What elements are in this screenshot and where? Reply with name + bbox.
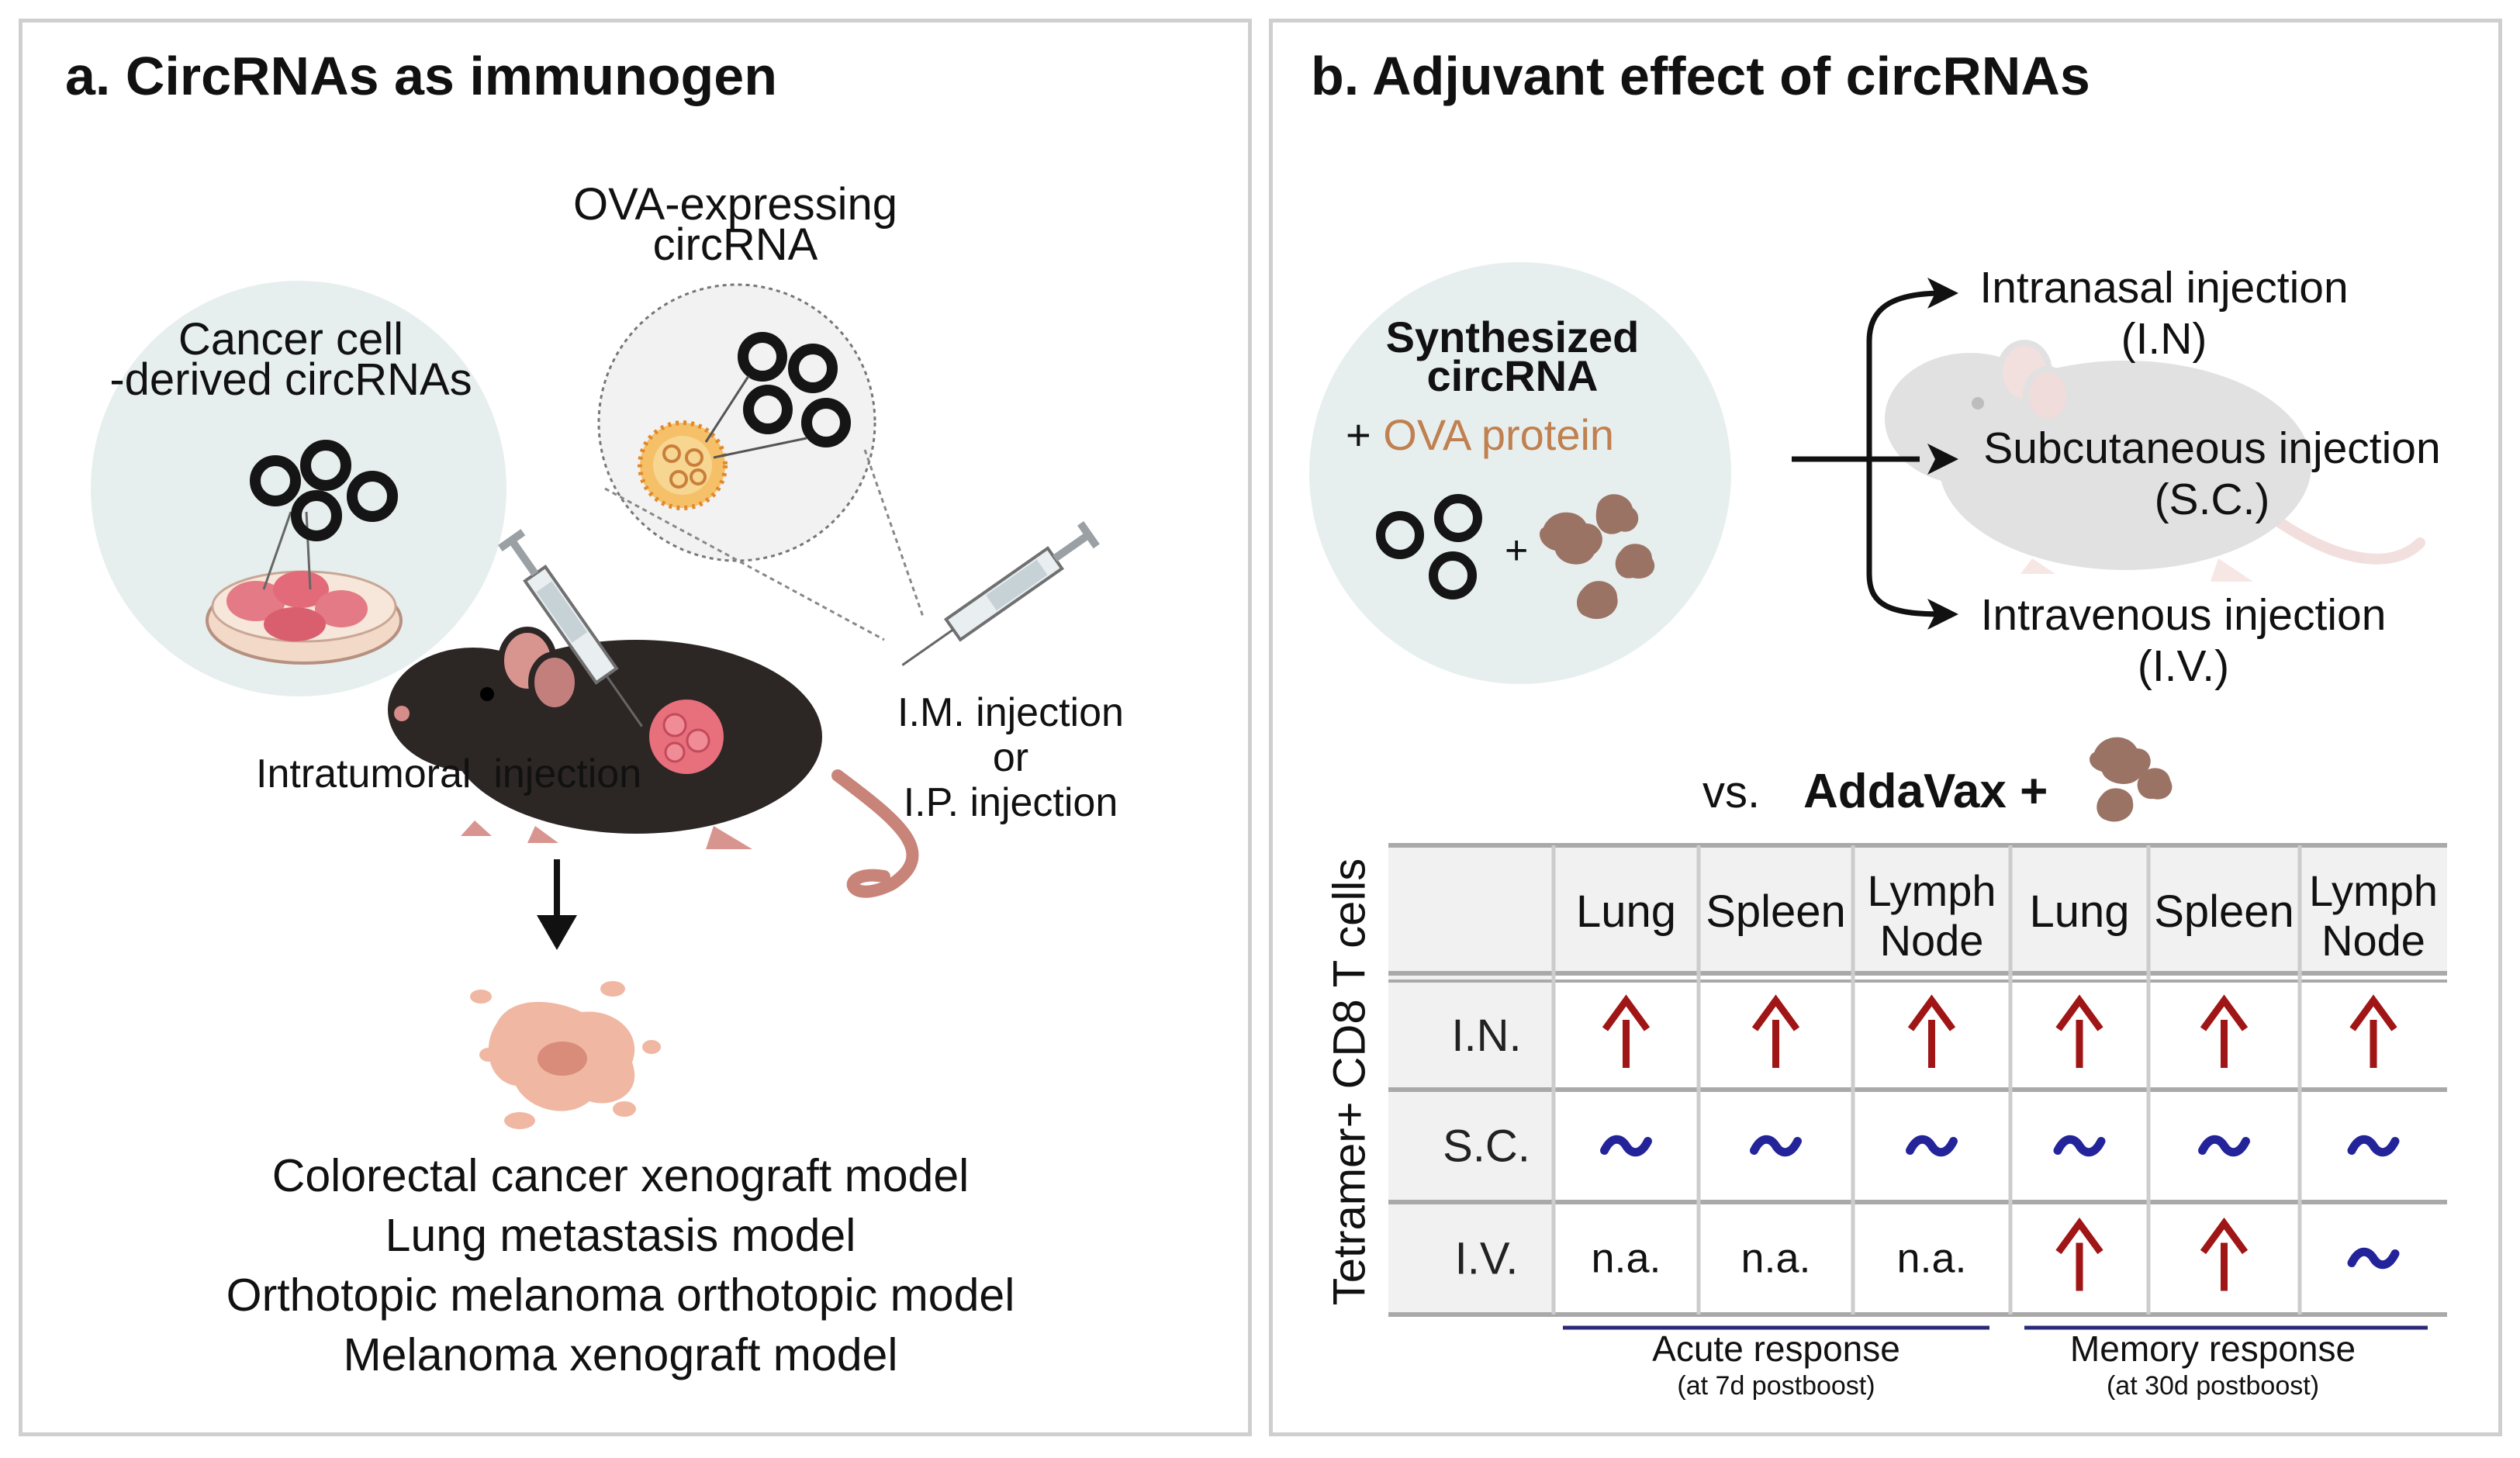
col-header: Node — [1880, 916, 1984, 965]
intratumoral-label: Intratumoral injection — [256, 751, 642, 796]
up-arrow-icon — [1602, 994, 1651, 1068]
tilde-icon — [2347, 1247, 2400, 1270]
model-item: Orthotopic melanoma orthotopic model — [226, 1270, 1015, 1321]
table-header-bg — [1388, 845, 2447, 973]
route-intravenous: Intravenous injection (I.V.) — [1980, 590, 2387, 691]
col-header: Node — [2321, 916, 2425, 965]
tilde-icon — [2198, 1135, 2250, 1157]
row-label: S.C. — [1443, 1121, 1530, 1172]
col-header: Lung — [2029, 886, 2129, 937]
tumor-tissue-icon — [470, 981, 661, 1129]
plus-sign: + — [1505, 528, 1529, 573]
up-arrow-icon — [2349, 994, 2397, 1068]
mouse-icon-faded — [1885, 340, 2425, 582]
na-value: n.a. — [1896, 1235, 1966, 1282]
panel-a-title: a. CircRNAs as immunogen — [65, 46, 777, 106]
vs-label: vs. — [1702, 767, 1761, 817]
ova-circrna-circle — [597, 283, 876, 562]
model-item: Colorectal cancer xenograft model — [271, 1150, 970, 1201]
col-header: Spleen — [2154, 886, 2294, 937]
ova-circrna-label: OVA-expressing circRNA — [573, 179, 897, 270]
panel-a-illustration — [91, 281, 1100, 1129]
up-arrow-icon — [2200, 994, 2249, 1068]
up-arrow-icon — [2055, 994, 2103, 1068]
syringe-icon-2 — [901, 520, 1100, 666]
model-item: Lung metastasis model — [385, 1210, 856, 1261]
ova-protein-icon — [1540, 494, 1655, 620]
col-header: Lymph — [1867, 866, 1996, 915]
row-label: I.V. — [1455, 1234, 1519, 1284]
route-subcutaneous: Subcutaneous injection (S.C.) — [1983, 423, 2441, 524]
table-rowlabel-bg — [1388, 973, 1554, 1315]
tilde-icon — [2347, 1135, 2400, 1157]
syringe-icon — [497, 529, 643, 727]
cancer-cell-circle — [91, 281, 506, 696]
up-arrow-icon — [2200, 1217, 2249, 1291]
circrna-rings — [1376, 494, 1482, 599]
tilde-icon — [1906, 1135, 1958, 1157]
na-value: n.a. — [1591, 1235, 1661, 1282]
up-arrow-icon — [1751, 994, 1800, 1068]
model-list: Colorectal cancer xenograft model Lung m… — [226, 1146, 1015, 1385]
synthesized-circrna-label: Synthesized circRNA — [1385, 313, 1640, 400]
group-acute: Acute response (at 7d postboost) — [1652, 1328, 1900, 1401]
route-arrows — [1792, 290, 1944, 617]
tilde-icon — [1600, 1135, 1652, 1157]
tilde-icon — [2053, 1135, 2106, 1157]
na-value: n.a. — [1740, 1235, 1810, 1282]
route-intranasal: Intranasal injection (I.N) — [1979, 263, 2349, 364]
panel-b-illustration — [1309, 262, 2425, 822]
addavax-label: AddaVax + — [1803, 765, 2048, 818]
group-memory: Memory response (at 30d postboost) — [2069, 1328, 2356, 1401]
panel-b-title: b. Adjuvant effect of circRNAs — [1311, 46, 2090, 106]
col-header: Lymph — [2309, 866, 2438, 915]
ova-protein-label: + OVA protein — [1346, 410, 1615, 459]
up-arrow-icon — [2055, 1217, 2103, 1291]
col-header: Lung — [1576, 886, 1676, 937]
mouse-icon — [388, 627, 919, 898]
tilde-icon — [1750, 1135, 1802, 1157]
cancer-cell-label: Cancer cell -derived circRNAs — [109, 314, 472, 405]
circrna-ova-circle — [1309, 262, 1731, 684]
model-item: Melanoma xenograft model — [343, 1329, 898, 1380]
col-header: Spleen — [1706, 886, 1846, 937]
down-arrow-icon — [537, 859, 577, 950]
up-arrow-icon — [1907, 994, 1956, 1068]
im-ip-label: I.M. injection or I.P. injection — [897, 690, 1124, 825]
addavax-protein-icon — [2090, 737, 2173, 822]
row-label: I.N. — [1451, 1011, 1521, 1061]
